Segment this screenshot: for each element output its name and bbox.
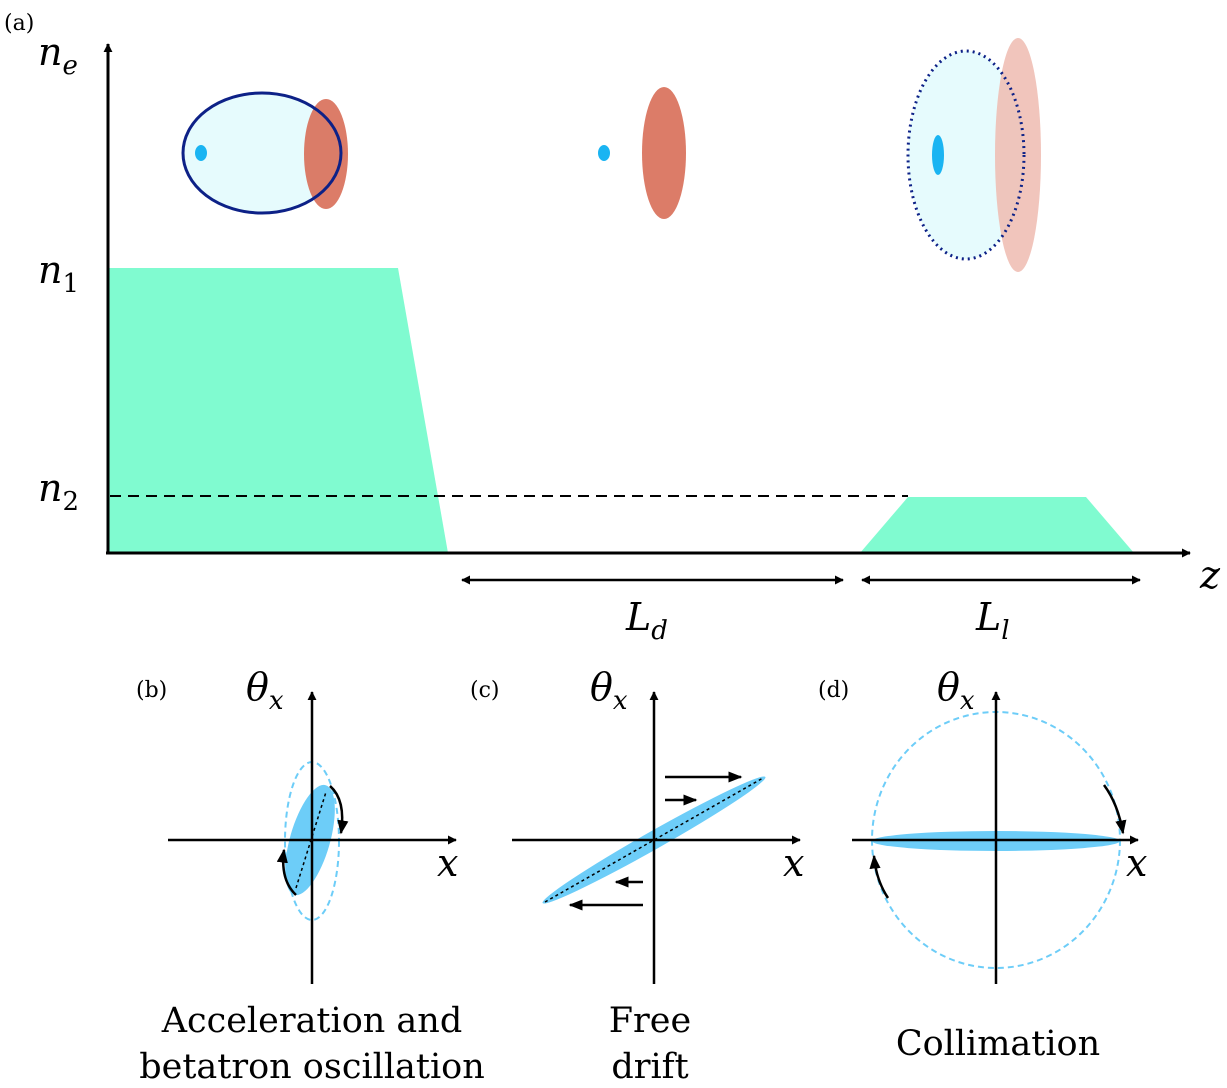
caption-line2: betatron oscillation [139, 1047, 485, 1087]
n2-level-label: n2 [38, 466, 79, 517]
panel-d-label: (d) [818, 678, 849, 703]
laser-pulse [304, 99, 348, 209]
panel-c: (c) θx x Free drift [470, 665, 804, 1087]
panel-b: (b) θx x Acceleration and betatron oscil… [136, 665, 485, 1087]
panel-d: (d) θx x Collimation [818, 665, 1147, 1064]
panel-a-label: (a) [4, 11, 34, 36]
plasma-bubble [183, 93, 341, 213]
panel-b-label: (b) [136, 678, 167, 703]
electron-bunch [195, 145, 207, 161]
lens-stage-illustration [906, 38, 1041, 272]
acceleration-stage-illustration [181, 91, 348, 215]
panel-a: (a) ne n1 n2 z Ld Ll [4, 11, 1221, 646]
x-axis-label: x [1126, 841, 1147, 885]
caption-line1: Acceleration and [161, 1001, 463, 1041]
rotation-arrow-clockwise [869, 854, 890, 899]
caption-line2: drift [611, 1047, 688, 1087]
theta-x-axis-label: θx [246, 665, 284, 716]
caption-line1: Free [609, 1001, 691, 1041]
theta-x-axis-label: θx [590, 665, 628, 716]
plasma-lens-region [860, 497, 1134, 553]
x-axis-label: x [783, 841, 804, 885]
rotation-arrow-clockwise [276, 848, 297, 896]
theta-x-axis-label: θx [937, 665, 975, 716]
caption-line1: Collimation [896, 1024, 1100, 1064]
drift-length-label: Ld [625, 595, 668, 646]
drift-stage-illustration [598, 87, 686, 219]
plasma-bubble-outline [181, 91, 343, 215]
n1-level-label: n1 [38, 248, 79, 299]
panel-c-label: (c) [470, 678, 500, 703]
plasma-bubble [908, 51, 1024, 259]
rotation-arrow-clockwise [1102, 784, 1127, 835]
x-axis-label: x [437, 841, 458, 885]
lens-length-label: Ll [975, 595, 1010, 646]
ne-axis-label: ne [38, 30, 78, 81]
electron-bunch [598, 145, 610, 161]
plasma-accelerator-region [108, 268, 448, 553]
z-axis-label: z [1199, 553, 1221, 597]
rotation-arrow-clockwise [329, 785, 349, 835]
plasma-bubble-outline [906, 49, 1026, 261]
laser-pulse-diffracted [995, 38, 1041, 272]
electron-bunch [932, 135, 944, 175]
laser-pulse [642, 87, 686, 219]
